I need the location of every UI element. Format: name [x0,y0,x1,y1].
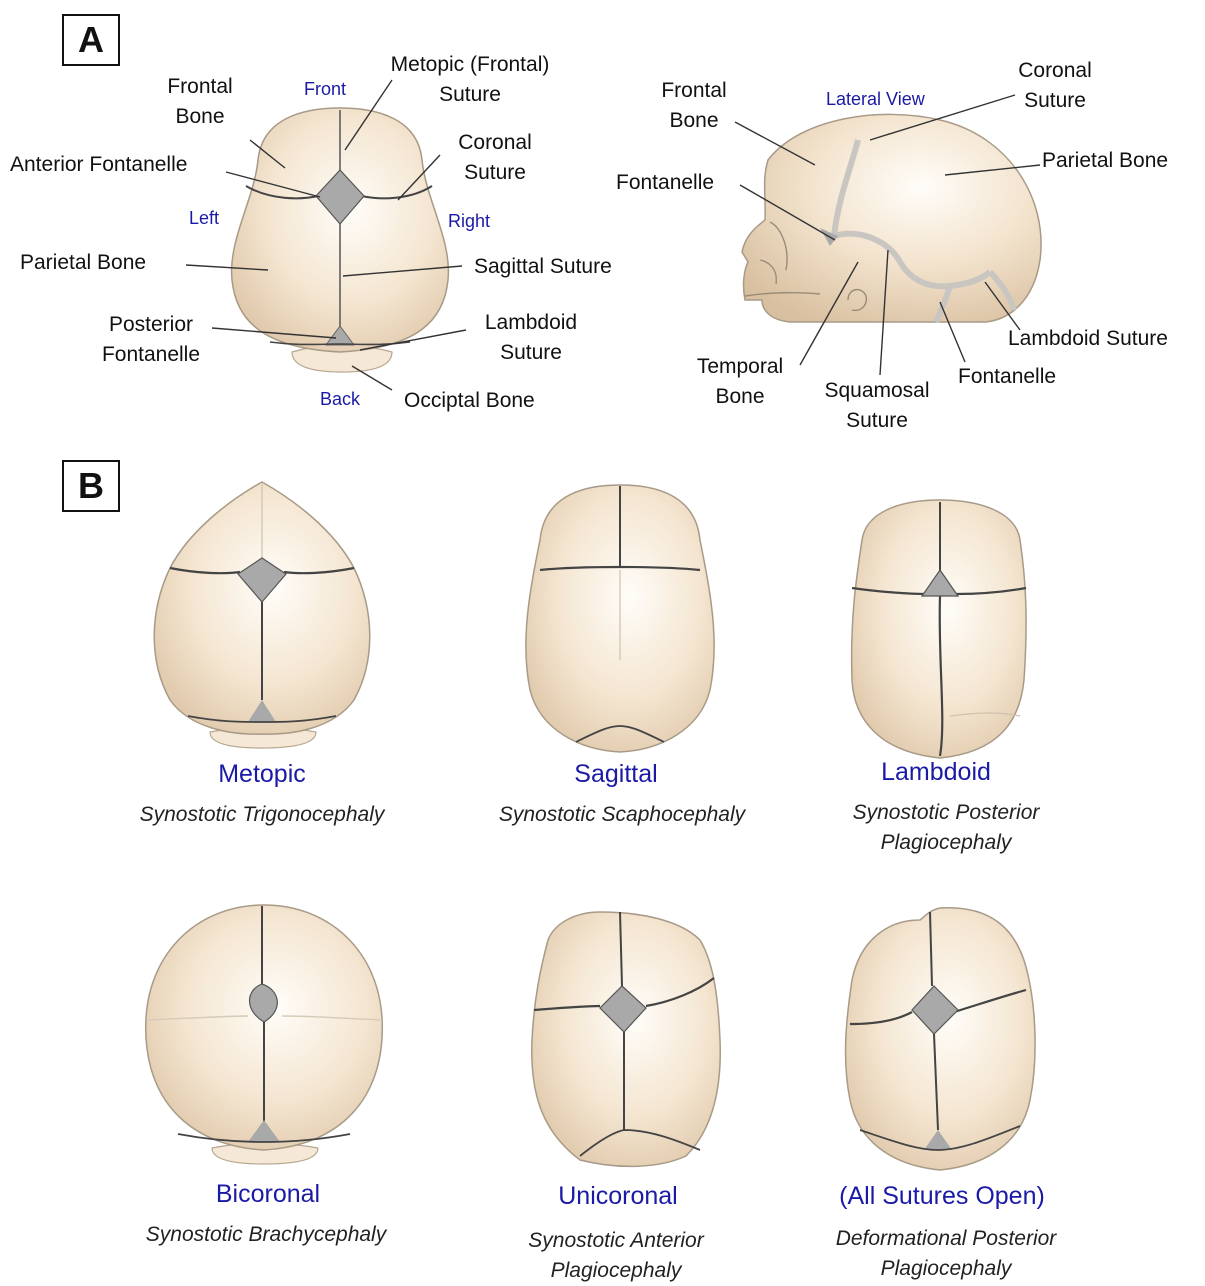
skull-unicoronal [532,912,720,1166]
caption-title-metopic: Metopic [92,760,432,789]
caption-subtitle-sagittal: Synostotic Scaphocephaly [442,800,802,830]
top-coronal-suture-label: Coronal Suture [440,128,550,188]
caption-title-unicoronal: Unicoronal [448,1182,788,1211]
skull-lambdoid [852,500,1026,758]
caption-subtitle-all-sutures-open: Deformational Posterior Plagiocephaly [766,1224,1126,1284]
caption-subtitle-lambdoid: Synostotic Posterior Plagiocephaly [766,798,1126,858]
top-frontal-bone-label: Frontal Bone [150,72,250,132]
top-lambdoid-suture-label: Lambdoid Suture [468,308,594,368]
panel-b-tag: B [62,460,120,512]
lateral-view-title: Lateral View [826,88,925,110]
lateral-coronal-suture-label: Coronal Suture [1000,56,1110,116]
lateral-frontal-bone-label: Frontal Bone [640,76,748,136]
skull-all-sutures-open [846,908,1036,1170]
panel-a-tag: A [62,14,120,66]
caption-title-all-sutures-open: (All Sutures Open) [772,1182,1112,1211]
caption-title-sagittal: Sagittal [446,760,786,789]
lateral-temporal-bone-label: Temporal Bone [680,352,800,412]
caption-subtitle-bicoronal: Synostotic Brachycephaly [86,1220,446,1250]
top-metopic-suture-label: Metopic (Frontal) Suture [370,50,570,110]
lateral-view-skull [742,114,1041,322]
caption-subtitle-metopic: Synostotic Trigonocephaly [82,800,442,830]
skull-metopic [154,482,370,748]
top-posterior-fontanelle-label: Posterior Fontanelle [88,310,214,370]
skull-sagittal [526,485,714,752]
lateral-squamosal-suture-label: Squamosal Suture [810,376,944,436]
skull-bicoronal [146,905,383,1164]
direction-right: Right [448,210,490,232]
caption-title-lambdoid: Lambdoid [766,758,1106,787]
lateral-lambdoid-suture-label: Lambdoid Suture [1008,324,1168,354]
lateral-cranium-shape [742,114,1041,322]
caption-title-bicoronal: Bicoronal [98,1180,438,1209]
lateral-fontanelle-front-label: Fontanelle [616,168,714,198]
lateral-fontanelle-back-label: Fontanelle [958,362,1056,392]
top-occipital-bone-label: Occiptal Bone [404,386,535,416]
top-parietal-bone-label: Parietal Bone [20,248,146,278]
top-anterior-fontanelle-label: Anterior Fontanelle [10,150,187,180]
direction-left: Left [189,207,219,229]
caption-subtitle-unicoronal: Synostotic Anterior Plagiocephaly [436,1226,796,1286]
direction-back: Back [320,388,360,410]
top-sagittal-suture-label: Sagittal Suture [474,252,612,282]
lateral-parietal-bone-label: Parietal Bone [1042,146,1168,176]
direction-front: Front [304,78,346,100]
